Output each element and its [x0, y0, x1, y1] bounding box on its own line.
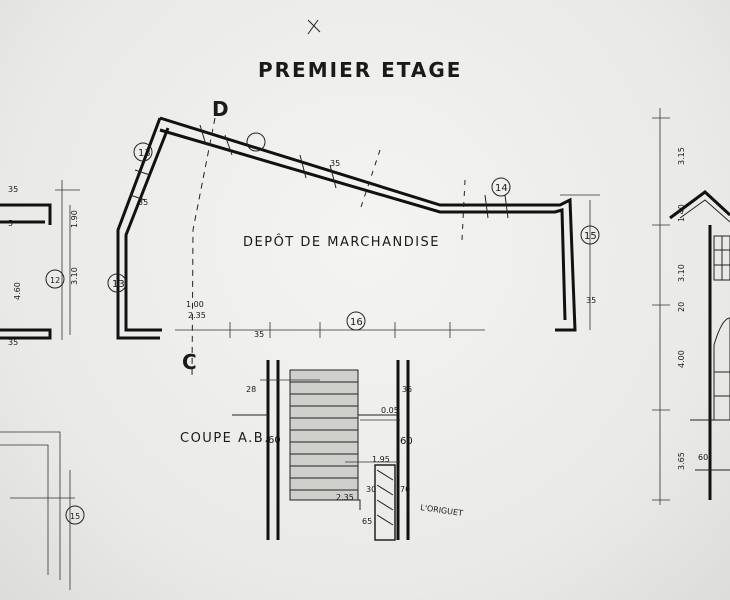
dim-label: 35 — [8, 185, 18, 194]
dim-label: 3.10 — [70, 267, 79, 285]
circle-label-16: 16 — [350, 317, 363, 328]
dim-label: 3.10 — [677, 264, 686, 282]
dim-label: 4.60 — [13, 282, 22, 300]
dim-label: 1.90 — [70, 210, 79, 228]
dim-label: 35 — [254, 330, 264, 339]
circled-number-12 — [45, 269, 65, 289]
circle-label-14: 14 — [495, 183, 508, 194]
dim-label: 1.00 — [186, 300, 204, 309]
circled-number-13 — [107, 273, 127, 293]
cross-mark — [307, 19, 321, 35]
dim-label: 4.00 — [677, 350, 686, 368]
dim-label: 60 — [400, 436, 413, 447]
room-label: DEPÔT DE MARCHANDISE — [243, 234, 440, 250]
dim-label: 2.35 — [336, 493, 354, 502]
drawing-title: PREMIER ETAGE — [258, 58, 462, 82]
dim-label: 5 — [8, 219, 13, 228]
circled-number-13-top — [133, 142, 153, 162]
dim-label: 30 — [366, 485, 376, 494]
circled-number-wall — [246, 132, 266, 152]
main-floor-plan: 13 14 15 13 16 35 35 1.00 2.35 35 35 DEP… — [107, 97, 600, 381]
circle-label-13a: 13 — [138, 148, 151, 159]
circled-number-16 — [346, 311, 366, 331]
section-label: COUPE A.B. — [180, 431, 270, 446]
dim-label: 65 — [362, 517, 372, 526]
circle-label-15b: 15 — [70, 512, 80, 521]
circle-label-13b: 13 — [112, 279, 125, 290]
section-line — [191, 117, 216, 381]
section-ab: COUPE A.B. 28 60 35 0.05 60 1.95 2.35 30… — [180, 360, 464, 541]
dim-label: 0.05 — [381, 406, 399, 415]
circle-label-12: 12 — [50, 276, 60, 285]
dim-label: 1.40 — [677, 204, 686, 222]
dim-label: 1.95 — [372, 455, 390, 464]
dim-label: 35 — [138, 198, 148, 207]
dim-label: 2.35 — [188, 311, 206, 320]
left-partial-plan: 35 5 12 1.90 3.10 4.60 35 15 — [0, 180, 85, 590]
circled-number-15-bottom — [65, 505, 85, 525]
author-note: L'ORIGUET — [420, 503, 464, 518]
dim-label: 60 — [268, 435, 281, 446]
dim-label: 35 — [330, 159, 340, 168]
section-marker-d: D — [212, 97, 231, 121]
dim-label: 60 — [698, 453, 708, 462]
dim-label: 35 — [586, 296, 596, 305]
dim-label: 70 — [400, 485, 410, 494]
section-marker-c: C — [182, 350, 199, 374]
dim-label: 3.65 — [677, 452, 686, 470]
dim-label: 35 — [402, 385, 412, 394]
right-elevation: 3.15 1.40 3.10 20 4.00 60 3.65 — [652, 108, 730, 505]
circled-number-15 — [580, 225, 600, 245]
dim-label: 28 — [246, 385, 256, 394]
dim-label: 3.15 — [677, 147, 686, 165]
dim-label: 35 — [8, 338, 18, 347]
circled-number-14 — [491, 177, 511, 197]
dim-label: 20 — [677, 302, 686, 312]
circle-label-15: 15 — [584, 231, 597, 242]
